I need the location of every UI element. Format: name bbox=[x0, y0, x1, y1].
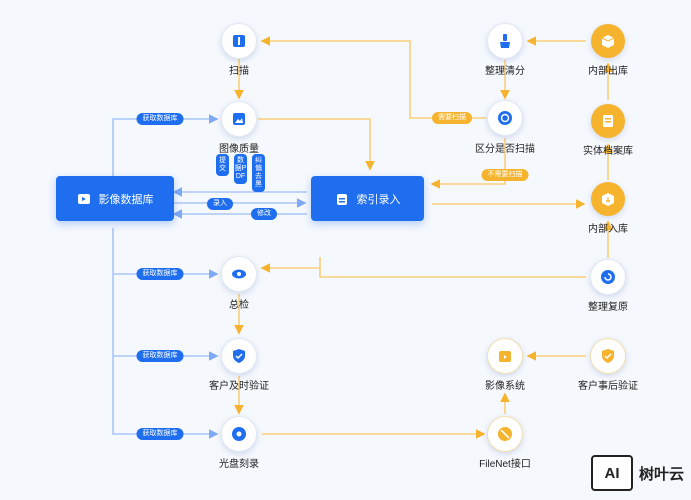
no-link-icon bbox=[498, 427, 512, 441]
refresh-circle-icon bbox=[498, 111, 512, 125]
tag-get-db-1: 获取数据库 bbox=[136, 113, 184, 125]
physical-archive-label: 实体档案库 bbox=[583, 146, 633, 157]
image-quality-label: 图像质量 bbox=[219, 144, 259, 155]
internal-out-label: 内部出库 bbox=[588, 66, 628, 77]
scanner-icon bbox=[233, 35, 245, 47]
sort-clean-node[interactable] bbox=[487, 23, 523, 59]
filenet-label: FileNet接口 bbox=[479, 459, 531, 470]
image-db-box[interactable]: 影像数据库 bbox=[56, 176, 174, 221]
restore-node[interactable] bbox=[590, 259, 626, 295]
clipboard-icon bbox=[336, 193, 347, 205]
scan-node[interactable] bbox=[221, 23, 257, 59]
tag-get-db-2: 获取数据库 bbox=[136, 268, 184, 280]
physical-archive-node[interactable] bbox=[591, 104, 625, 138]
disc-burn-node[interactable] bbox=[221, 416, 257, 452]
tag-submit: 提交 bbox=[216, 154, 229, 176]
tag-get-db-3: 获取数据库 bbox=[136, 350, 184, 362]
sort-clean-label: 整理清分 bbox=[485, 66, 525, 77]
tag-correct: 纠偏去黑 bbox=[252, 154, 265, 192]
archive-icon bbox=[603, 115, 613, 127]
customer-post-label: 客户事后验证 bbox=[578, 381, 638, 392]
tag-need-scan: 需要扫描 bbox=[432, 112, 472, 124]
brand-logo: AI 树叶云 bbox=[591, 455, 684, 491]
line-distinguish-scan bbox=[260, 36, 486, 119]
internal-in-label: 内部入库 bbox=[588, 224, 628, 235]
distinguish-scan-label: 区分是否扫描 bbox=[475, 144, 535, 155]
total-check-label: 总检 bbox=[229, 300, 249, 311]
filenet-node[interactable] bbox=[487, 416, 523, 452]
tag-entry: 录入 bbox=[207, 198, 233, 210]
calendar-play-icon bbox=[499, 351, 511, 362]
tag-pdf: 数据PDF bbox=[234, 154, 247, 184]
internal-in-node[interactable] bbox=[591, 182, 625, 216]
line-db-disc bbox=[112, 356, 219, 439]
tag-modify: 修改 bbox=[251, 208, 277, 220]
shield-check-icon bbox=[233, 349, 245, 363]
image-system-node[interactable] bbox=[487, 338, 523, 374]
line-db-quality bbox=[112, 114, 219, 176]
customer-check-node[interactable] bbox=[221, 338, 257, 374]
brand-mark: AI bbox=[591, 455, 633, 491]
disc-burn-label: 光盘刻录 bbox=[219, 459, 259, 470]
video-icon bbox=[77, 193, 90, 204]
tag-get-db-4: 获取数据库 bbox=[136, 428, 184, 440]
customer-post-node[interactable] bbox=[590, 338, 626, 374]
internal-out-node[interactable] bbox=[591, 24, 625, 58]
brush-icon bbox=[500, 34, 510, 48]
total-check-node[interactable] bbox=[221, 256, 257, 292]
eye-icon bbox=[232, 269, 246, 279]
image-quality-node[interactable] bbox=[221, 101, 257, 137]
image-icon bbox=[233, 113, 245, 125]
index-entry-label: 索引录入 bbox=[356, 193, 401, 206]
restore-label: 整理复原 bbox=[588, 302, 628, 313]
restore-icon bbox=[601, 270, 615, 284]
scan-label: 扫描 bbox=[229, 66, 249, 77]
brand-name: 树叶云 bbox=[639, 465, 685, 483]
shield-check-yellow-icon bbox=[602, 349, 614, 363]
customer-check-label: 客户及时验证 bbox=[209, 381, 269, 392]
line-distinguish-index bbox=[430, 138, 506, 189]
box-out-icon bbox=[601, 35, 615, 48]
tag-no-scan: 不需要扫描 bbox=[481, 169, 529, 181]
box-in-icon bbox=[602, 193, 614, 206]
image-system-label: 影像系统 bbox=[485, 381, 525, 392]
distinguish-scan-node[interactable] bbox=[487, 100, 523, 136]
index-entry-box[interactable]: 索引录入 bbox=[311, 176, 424, 221]
image-db-label: 影像数据库 bbox=[98, 193, 154, 206]
disc-icon bbox=[232, 427, 246, 441]
line-restore-check bbox=[262, 257, 586, 278]
line-db-customer bbox=[112, 274, 219, 361]
line-quality-index bbox=[258, 118, 375, 171]
